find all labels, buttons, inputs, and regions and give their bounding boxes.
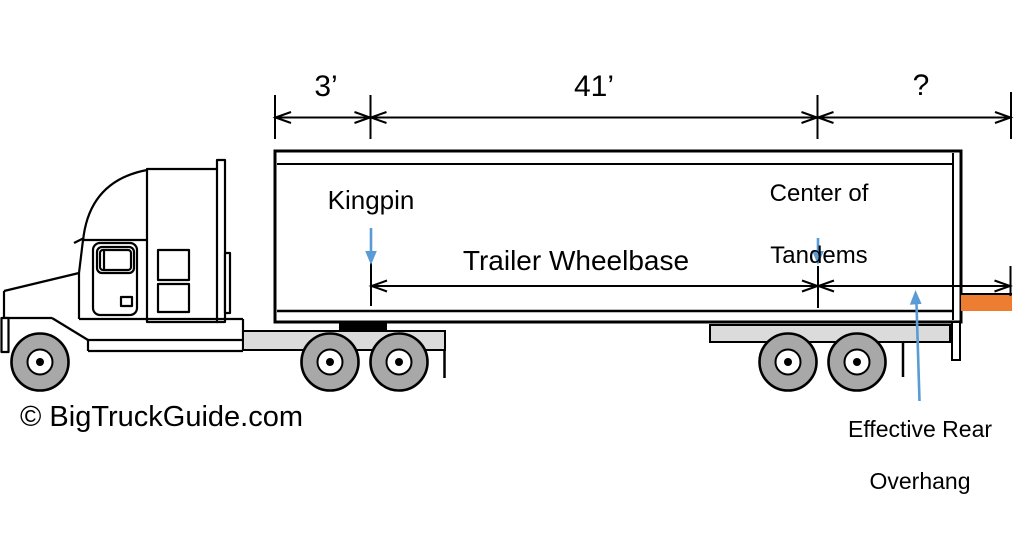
- top-dimension: [275, 92, 1011, 139]
- tandems-arrow-icon: [812, 238, 824, 265]
- hood-top: [4, 273, 79, 291]
- dimension-label-front-offset: 3’: [314, 70, 338, 103]
- arrowhead: [372, 281, 388, 292]
- rear-overhang-block: [961, 294, 1012, 311]
- center-of-tandems-line1: Center of: [769, 180, 869, 207]
- fifth-wheel-plate: [339, 321, 387, 331]
- sleeper-window-lower: [158, 284, 189, 312]
- trailer-wheel-2: [827, 332, 887, 392]
- roof-fairing: [83, 170, 147, 241]
- fender-diagonal: [52, 318, 88, 340]
- trailer-tandem-frame: [710, 325, 950, 342]
- callout-arrows: [365, 228, 922, 402]
- front-bumper: [2, 318, 9, 352]
- arrowhead: [371, 112, 387, 123]
- arrowhead: [276, 112, 292, 123]
- center-of-tandems-label: Center of Tandems: [744, 178, 894, 271]
- steer-wheel: [10, 332, 70, 392]
- dimension-label-kingpin-to-tandems: 41’: [573, 70, 615, 103]
- effective-rear-overhang-label: Effective Rear Overhang: [820, 416, 1020, 494]
- trailer: [275, 151, 1012, 392]
- drive-wheel-1: [300, 332, 360, 392]
- overhang-arrow-icon: [909, 290, 922, 402]
- kingpin-arrow-icon: [365, 228, 377, 265]
- wheelbase-dimension: [371, 263, 1011, 308]
- effective-rear-overhang-line1: Effective Rear: [847, 416, 993, 442]
- arrowhead: [995, 112, 1011, 123]
- door-window: [97, 247, 134, 273]
- arrowhead: [818, 112, 834, 123]
- exhaust-stack: [217, 160, 225, 322]
- trailer-wheelbase-label: Trailer Wheelbase: [462, 245, 690, 276]
- rear-bumper-bar: [952, 322, 960, 360]
- drive-wheel-2: [369, 332, 429, 392]
- arrowhead: [819, 281, 835, 292]
- windshield-pillar: [79, 240, 83, 273]
- mirror-tip: [74, 238, 84, 243]
- exhaust-stack-2: [225, 253, 230, 313]
- door-handle: [121, 297, 132, 306]
- arrowhead: [995, 281, 1011, 292]
- tractor-wheels: [10, 332, 429, 392]
- sleeper-window-upper: [158, 250, 189, 280]
- door-window-inner: [100, 250, 131, 270]
- kingpin-label: Kingpin: [327, 185, 415, 215]
- watermark-copyright: © BigTruckGuide.com: [20, 401, 303, 433]
- center-of-tandems-line2: Tandems: [770, 242, 868, 269]
- effective-rear-overhang-line2: Overhang: [869, 468, 971, 494]
- dimension-label-rear-overhang: ?: [912, 69, 930, 102]
- tractor: [2, 160, 244, 352]
- trailer-box: [275, 151, 961, 322]
- trailer-wheel-1: [758, 332, 818, 392]
